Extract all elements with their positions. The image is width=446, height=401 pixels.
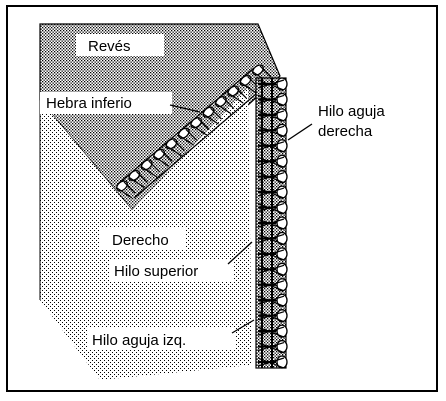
diagonal-stitch-loop xyxy=(227,85,240,97)
label-hilo-aguja-derecha-line1: Hilo aguja xyxy=(318,103,385,120)
diagonal-stitch-thread xyxy=(215,103,232,115)
diagonal-stitch-loop xyxy=(116,180,128,192)
diagonal-stitch-thread xyxy=(222,97,235,110)
hilo-aguja-derecha-label-bg xyxy=(312,100,392,142)
diagram-frame xyxy=(6,5,438,392)
label-hebra-inferior: Hebra inferio xyxy=(46,95,132,112)
diagonal-stitch-thread xyxy=(160,149,173,162)
diagonal-stitch-thread xyxy=(210,107,222,120)
label-hilo-superior: Hilo superior xyxy=(114,263,198,280)
hilo-aguja-izq-label-bg xyxy=(88,328,236,350)
label-hilo-aguja-izq: Hilo aguja izq. xyxy=(92,332,186,349)
diagonal-stitch-loop xyxy=(252,64,264,76)
diagonal-stitch-thread xyxy=(203,113,219,125)
diagonal-stitch-thread xyxy=(240,82,256,94)
diagonal-stitch-loop xyxy=(202,106,215,118)
diagonal-stitch-thread xyxy=(166,145,182,157)
diagonal-stitch-loop xyxy=(165,138,178,150)
vertical-seam xyxy=(255,77,288,369)
diagonal-seam-edge xyxy=(133,81,271,199)
diagonal-stitch-loop xyxy=(239,74,252,87)
diagonal-stitch-loop xyxy=(214,96,227,108)
diagonal-stitch-thread xyxy=(173,139,185,152)
diagonal-stitch-thread xyxy=(227,92,244,104)
diagonal-stitch-thread xyxy=(123,181,136,194)
leader-hilo-aguja-izq xyxy=(231,319,255,334)
hilo-superior-label-bg xyxy=(110,259,234,281)
diagonal-stitch-thread xyxy=(234,86,247,99)
diagonal-stitch-thread xyxy=(185,128,198,141)
diagonal-stitch-thread xyxy=(178,134,195,146)
leader-hilo-superior xyxy=(227,241,253,265)
diagonal-stitch-loop xyxy=(190,117,203,129)
diagonal-stitch-thread xyxy=(129,176,145,188)
diagonal-stitch-thread xyxy=(153,155,170,167)
diagonal-seam xyxy=(116,64,272,199)
diagonal-stitch-thread xyxy=(148,160,161,173)
leader-hebra-inferior xyxy=(169,104,201,113)
diagonal-stitch-thread xyxy=(190,124,207,136)
diagonal-stitch-thread xyxy=(135,171,148,183)
derecho-label-bg xyxy=(100,228,186,250)
diagonal-stitch-loop xyxy=(140,159,153,171)
diagonal-stitch-loop xyxy=(153,148,166,160)
label-reves: Revés xyxy=(88,38,131,55)
leader-hilo-aguja-derecha xyxy=(287,123,313,141)
label-derecho: Derecho xyxy=(112,232,169,249)
label-hilo-aguja-derecha-line2: derecha xyxy=(318,123,373,140)
diagonal-stitch-thread xyxy=(197,118,210,131)
diagonal-stitch-thread xyxy=(259,65,272,78)
diagonal-stitch-loop xyxy=(177,127,190,139)
reves-label-bg xyxy=(76,34,164,56)
hebra-inferior-label-bg xyxy=(40,92,172,114)
diagonal-stitch-thread xyxy=(116,187,133,199)
diagonal-stitch-thread xyxy=(141,166,158,178)
diagonal-stitch-loop xyxy=(128,169,141,182)
